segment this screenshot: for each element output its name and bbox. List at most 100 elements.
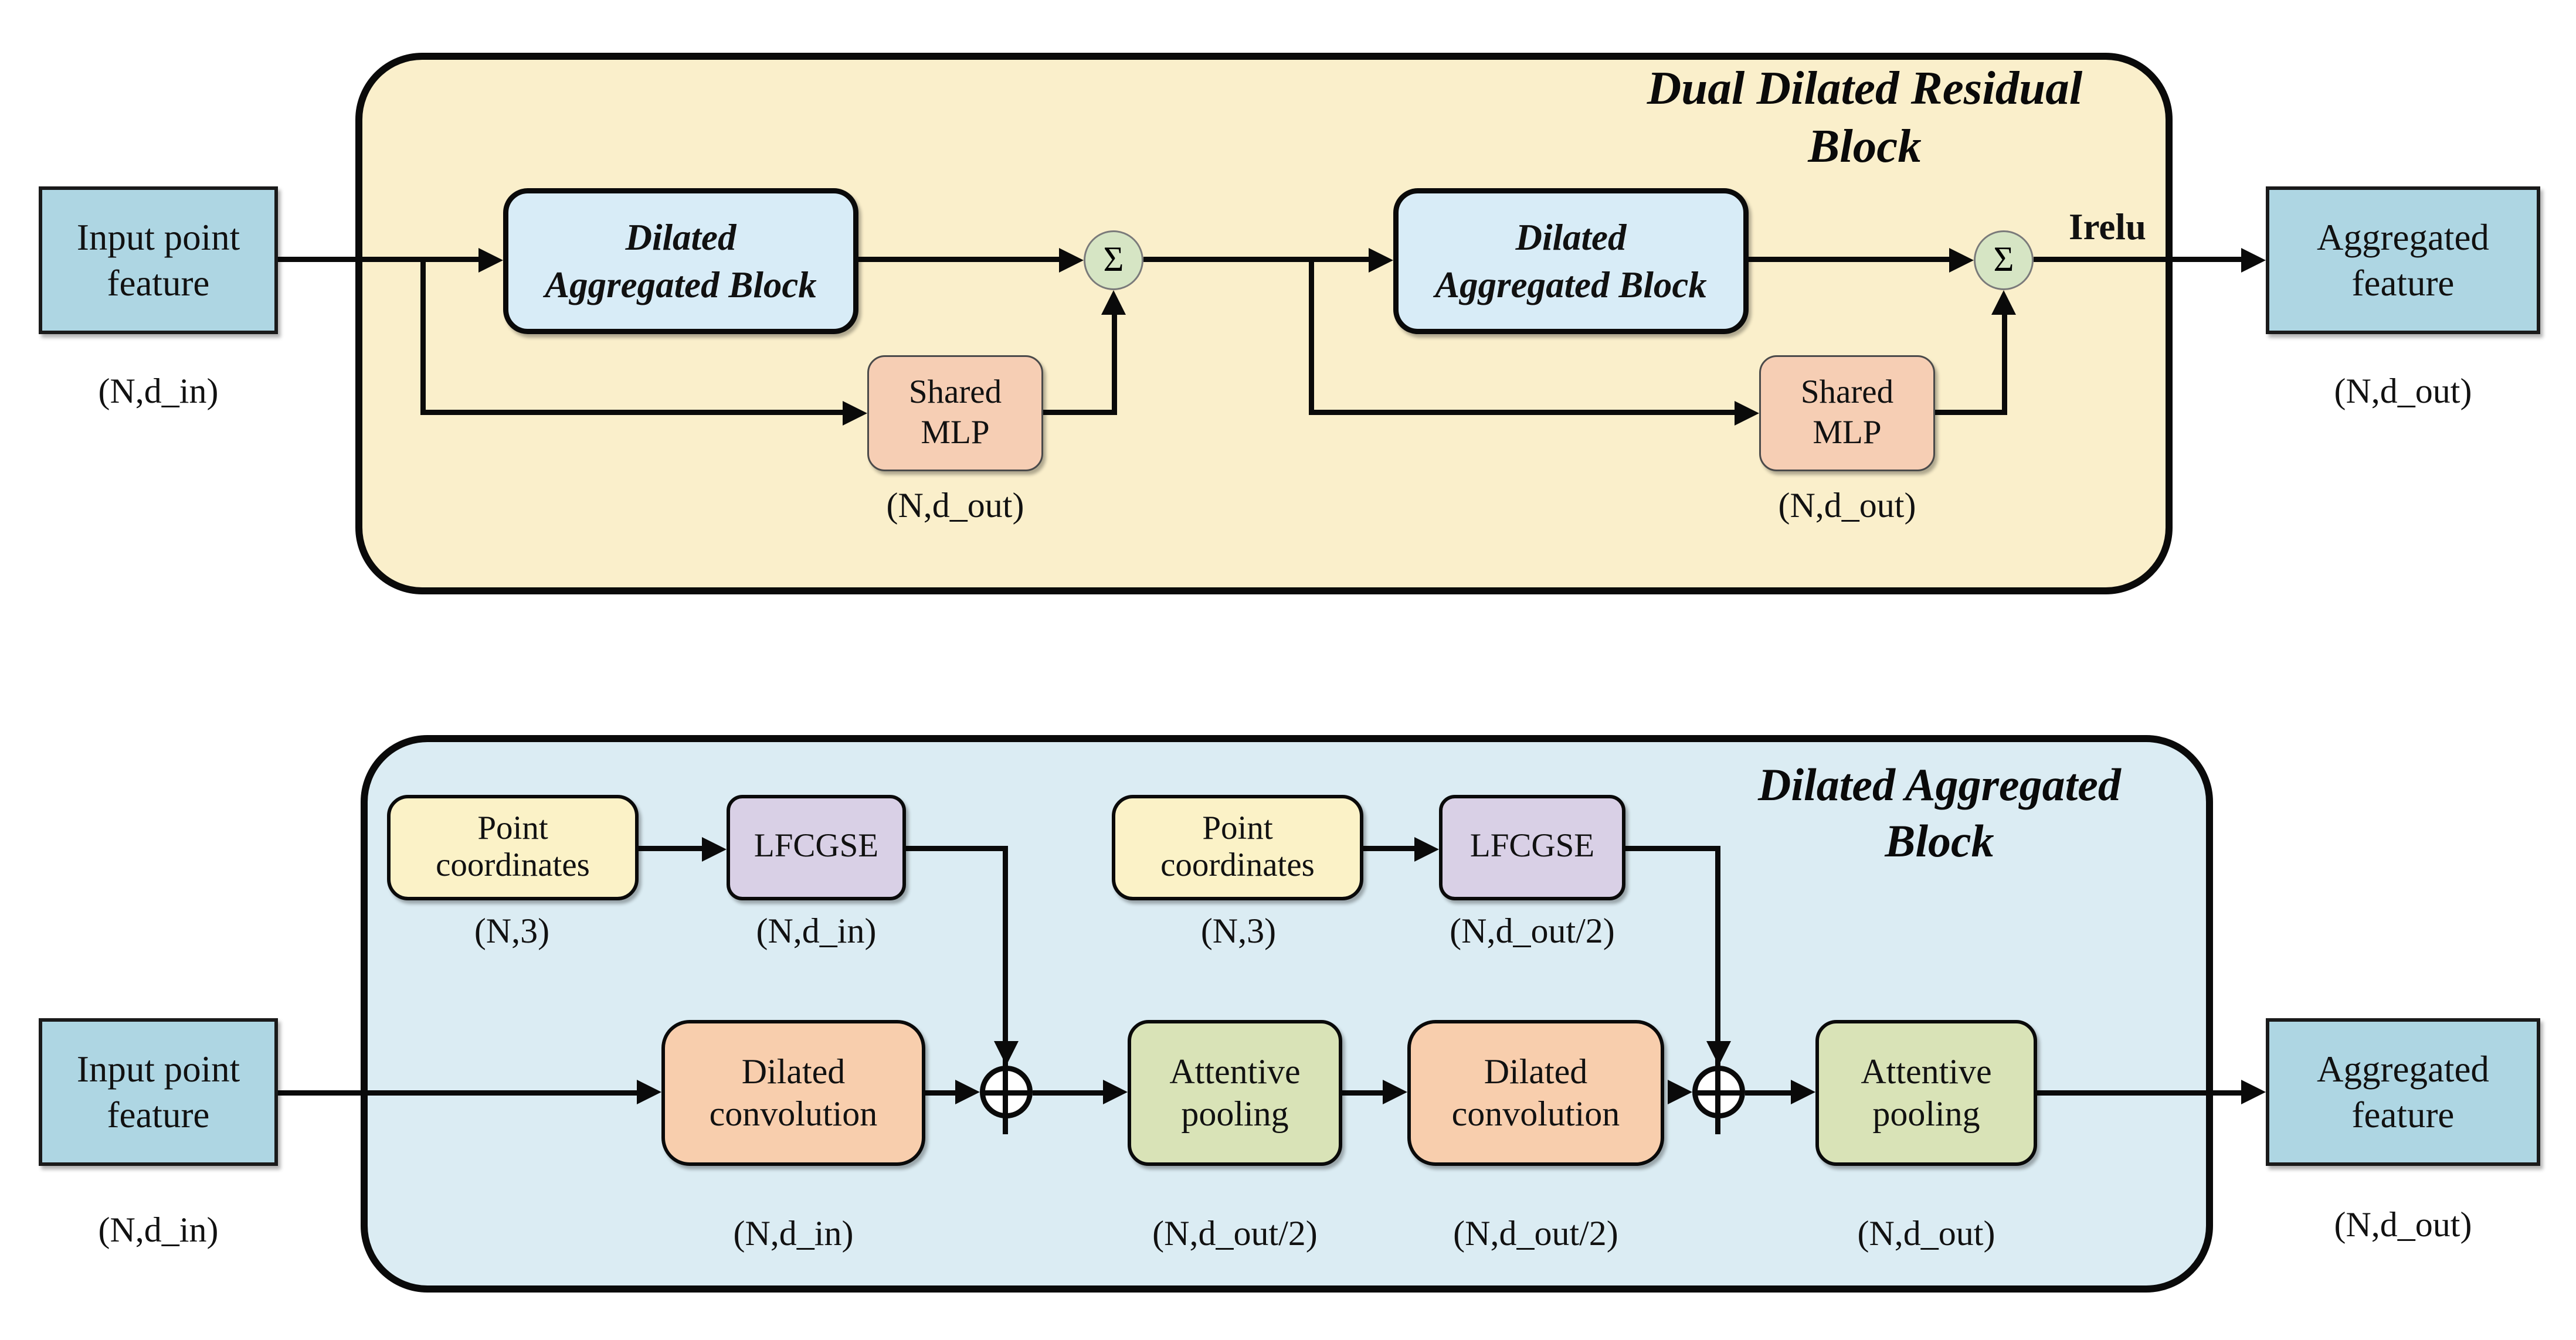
- dab2-label-line2: Aggregated Block: [1435, 263, 1707, 305]
- arrow-line-plus2-to-ap2: [1745, 1090, 1791, 1096]
- branch-line-1-to-mlp1: [420, 410, 843, 415]
- arrowhead-into-top-output: [2241, 248, 2266, 273]
- arrow-line-sum2-to-output: [2034, 257, 2241, 262]
- arrowhead-into-mlp1: [843, 401, 867, 426]
- top-output-label-line1: Aggregated: [2317, 216, 2489, 259]
- ap2-label-line1: Attentive: [1861, 1052, 1992, 1091]
- attentive-pooling-box-2: Attentive pooling: [1815, 1020, 2037, 1166]
- ap1-dim-label: (N,d_out/2): [1152, 1215, 1318, 1254]
- arrowhead-into-plus1: [955, 1080, 980, 1104]
- arrow-line-input-to-dc1: [278, 1090, 637, 1096]
- mlp1-label-line2: MLP: [921, 415, 990, 452]
- arrowhead-up-into-sum1: [1101, 290, 1126, 315]
- branch-line-2-vertical: [1309, 257, 1314, 415]
- bottom-aggregated-feature-box: Aggregated feature: [2266, 1018, 2540, 1166]
- arrowhead-into-dc1: [637, 1080, 661, 1104]
- pc1-label-line2: coordinates: [436, 848, 590, 885]
- ap2-dim-label: (N,d_out): [1857, 1215, 1995, 1254]
- dilated-convolution-box-1: Dilated convolution: [661, 1020, 925, 1166]
- mlp2-dim-label: (N,d_out): [1778, 487, 1916, 526]
- lfcgse2-label: LFCGSE: [1469, 828, 1595, 865]
- branch-line-2-to-mlp2: [1309, 410, 1735, 415]
- top-block-title-line1: Dual Dilated Residual: [1647, 62, 2083, 114]
- line-mlp2-to-sum2: [1935, 410, 2007, 415]
- pc2-label-line2: coordinates: [1160, 848, 1315, 885]
- pc1-label-line1: Point: [477, 811, 548, 848]
- arrowhead-into-plus2: [1668, 1080, 1692, 1104]
- arrow-line-ap2-to-output: [2037, 1090, 2241, 1096]
- mlp1-label-line1: Shared: [908, 375, 1002, 411]
- lfcgse-box-1: LFCGSE: [727, 795, 906, 900]
- dab1-label-line2: Aggregated Block: [545, 263, 817, 305]
- arrow-line-dc1-to-plus1: [925, 1090, 959, 1096]
- arrow-line-pc2-to-lfcgse2: [1363, 846, 1418, 851]
- sigma-circle-icon-1: Σ: [1084, 230, 1143, 290]
- ap1-label-line2: pooling: [1181, 1094, 1289, 1134]
- point-coordinates-box-1: Point coordinates: [387, 795, 639, 900]
- line-mlp1-to-sum1: [1043, 410, 1117, 415]
- circle-plus-2-hbar: [1698, 1090, 1740, 1096]
- mlp2-label-line2: MLP: [1813, 415, 1882, 452]
- bottom-block-title-line1: Dilated Aggregated: [1758, 760, 2121, 811]
- arrow-line-sum1-to-dab2: [1143, 257, 1369, 262]
- top-input-label-line1: Input point: [76, 216, 240, 259]
- arrowhead-into-dab1: [478, 248, 503, 273]
- arrow-line-ap1-to-dc2: [1342, 1090, 1386, 1096]
- top-output-dim-label: (N,d_out): [2334, 373, 2472, 411]
- arrowhead-into-sum1: [1059, 248, 1084, 273]
- dc2-label-line1: Dilated: [1484, 1052, 1588, 1091]
- line-lfcgse1-down-to-plus1: [1003, 846, 1008, 1045]
- top-input-point-feature-box: Input point feature: [39, 186, 278, 334]
- attentive-pooling-box-1: Attentive pooling: [1128, 1020, 1342, 1166]
- arrowhead-into-sum2: [1949, 248, 1974, 273]
- lfcgse1-dim-label: (N,d_in): [756, 913, 877, 951]
- ap1-label-line1: Attentive: [1169, 1052, 1301, 1091]
- lfcgse-box-2: LFCGSE: [1439, 795, 1625, 900]
- arrow-line-input-to-dab1: [278, 257, 482, 262]
- ap2-label-line2: pooling: [1872, 1094, 1980, 1134]
- line-up-into-sum1: [1112, 311, 1117, 415]
- arrow-line-dab2-to-sum2: [1749, 257, 1949, 262]
- top-block-title-line2: Block: [1808, 120, 1922, 172]
- irelu-label: Irelu: [2069, 206, 2146, 248]
- dilated-convolution-box-2: Dilated convolution: [1407, 1020, 1664, 1166]
- lfcgse2-dim-label: (N,d_out/2): [1450, 913, 1615, 951]
- shared-mlp-box-2: Shared MLP: [1759, 355, 1935, 471]
- arrowhead-into-bottom-output: [2241, 1080, 2266, 1104]
- top-block-title: Dual Dilated Residual Block: [1566, 60, 2164, 176]
- pc2-dim-label: (N,3): [1200, 913, 1277, 951]
- arrowhead-into-lfcgse2: [1414, 837, 1439, 862]
- arrow-line-dab1-to-sum1: [858, 257, 1059, 262]
- branch-line-1-vertical: [420, 257, 426, 415]
- arrowhead-into-ap2: [1791, 1080, 1815, 1104]
- bottom-block-title: Dilated Aggregated Block: [1645, 758, 2234, 870]
- dab1-label-line1: Dilated: [625, 215, 737, 258]
- arrowhead-into-lfcgse1: [702, 837, 727, 862]
- bottom-block-title-line2: Block: [1885, 816, 1994, 867]
- shared-mlp-box-1: Shared MLP: [867, 355, 1043, 471]
- line-lfcgse1-right: [906, 846, 1008, 851]
- arrowhead-into-ap1: [1103, 1080, 1128, 1104]
- dc1-dim-label: (N,d_in): [733, 1215, 854, 1254]
- mlp2-label-line1: Shared: [1800, 375, 1894, 411]
- dc2-label-line2: convolution: [1451, 1094, 1620, 1134]
- line-lfcgse2-down-to-plus2: [1715, 846, 1720, 1045]
- point-coordinates-box-2: Point coordinates: [1112, 795, 1363, 900]
- dc1-label-line2: convolution: [709, 1094, 878, 1134]
- arrow-line-plus1-to-ap1: [1033, 1090, 1103, 1096]
- bottom-input-point-feature-box: Input point feature: [39, 1018, 278, 1166]
- bottom-output-dim-label: (N,d_out): [2334, 1206, 2472, 1245]
- line-lfcgse2-right: [1625, 846, 1720, 851]
- dc1-label-line1: Dilated: [741, 1052, 846, 1091]
- line-up-into-sum2: [2002, 311, 2007, 415]
- bottom-output-label-line2: feature: [2351, 1094, 2455, 1136]
- pc2-label-line1: Point: [1202, 811, 1273, 848]
- dc2-dim-label: (N,d_out/2): [1453, 1215, 1618, 1254]
- dilated-aggregated-block-box-2: Dilated Aggregated Block: [1393, 188, 1749, 334]
- pc1-dim-label: (N,3): [474, 913, 550, 951]
- arrowhead-into-dab2: [1369, 248, 1393, 273]
- dab2-label-line1: Dilated: [1515, 215, 1627, 258]
- circle-plus-1-hbar: [985, 1090, 1027, 1096]
- mlp1-dim-label: (N,d_out): [886, 487, 1024, 526]
